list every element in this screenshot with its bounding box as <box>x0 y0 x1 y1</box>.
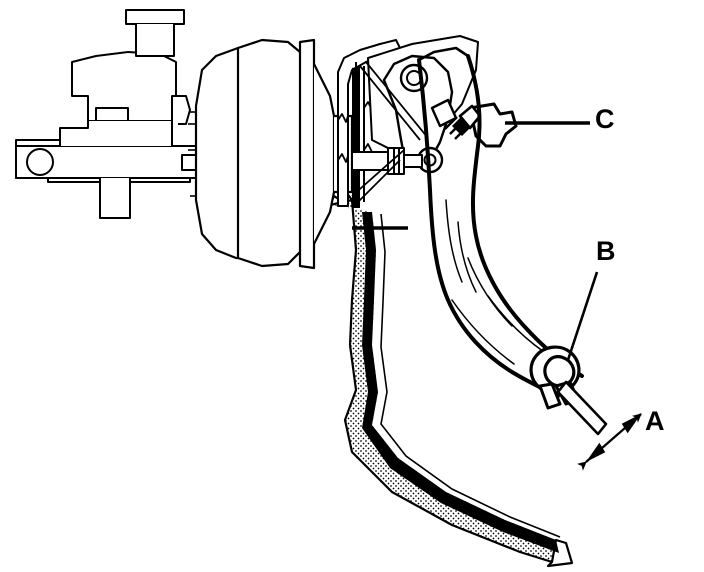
floor-panel-outline <box>329 198 553 564</box>
pedal-arm[interactable] <box>417 58 560 398</box>
callout-leader-b <box>566 271 599 361</box>
floor-return-flange <box>546 538 574 568</box>
switch-mount-tab <box>430 98 458 128</box>
pedal-switch[interactable] <box>444 102 518 148</box>
master-cylinder-port <box>26 148 54 176</box>
clevis-pushrod <box>556 380 608 436</box>
floor-panel-inner-edge <box>380 213 561 538</box>
callout-label-c: C <box>595 104 615 134</box>
callout-label-a: A <box>645 406 665 436</box>
firewall-panel <box>330 200 556 562</box>
pedal-arm-rear-edge <box>466 54 584 378</box>
floor-panel-rib <box>362 212 559 553</box>
bracket-tie-rod-lower <box>351 149 405 205</box>
reservoir-cap <box>125 9 185 57</box>
pedal-arm-top-link <box>418 46 469 62</box>
bracket-tie-rod <box>359 61 429 141</box>
booster-ribs <box>188 111 196 197</box>
pedal-arm-shading <box>445 199 545 365</box>
dimension-a-arrowhead-end <box>621 414 641 434</box>
vacuum-booster <box>194 38 354 270</box>
dimension-a-arrowhead-start <box>586 442 606 462</box>
master-cylinder-body <box>15 51 197 219</box>
callout-label-b: B <box>596 236 616 266</box>
pedal-bracket-web <box>352 66 360 208</box>
master-cylinder-boss <box>176 95 199 171</box>
